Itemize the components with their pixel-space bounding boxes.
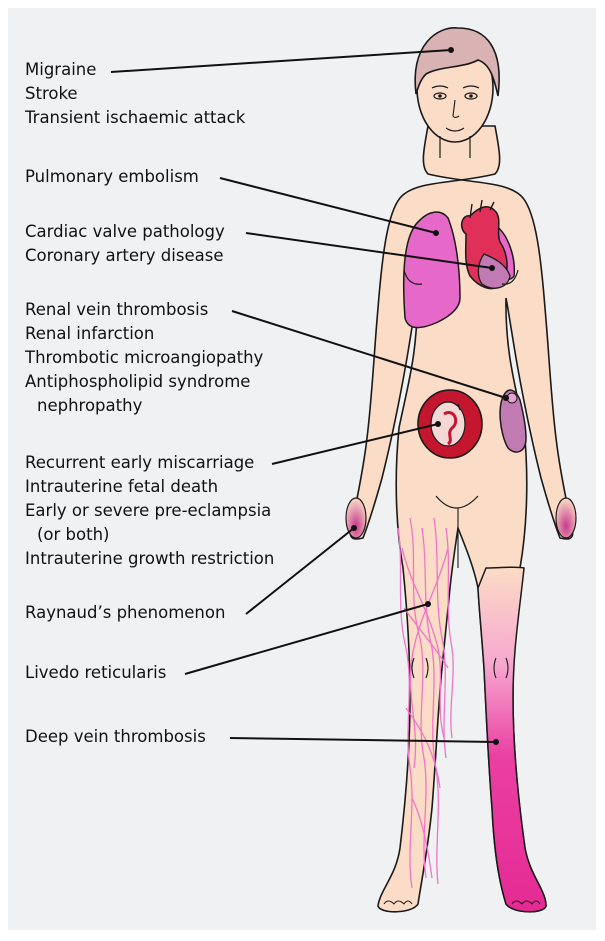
label-group-lung: Pulmonary embolism — [25, 165, 199, 189]
label-raynaud: Raynaud’s phenomenon — [25, 601, 225, 625]
label-dvt: Deep vein thrombosis — [25, 725, 206, 749]
label-livedo: Livedo reticularis — [25, 661, 166, 685]
diagram-panel: Migraine Stroke Transient ischaemic atta… — [8, 8, 596, 930]
label-group-leg-skin: Livedo reticularis — [25, 661, 166, 685]
label-stroke: Stroke — [25, 82, 245, 106]
label-renal-vein: Renal vein thrombosis — [25, 298, 263, 322]
label-nephropathy: nephropathy — [25, 394, 263, 418]
label-group-leg-vein: Deep vein thrombosis — [25, 725, 206, 749]
label-pulmonary-embolism: Pulmonary embolism — [25, 165, 199, 189]
label-miscarriage: Recurrent early miscarriage — [25, 451, 274, 475]
label-group-kidney: Renal vein thrombosis Renal infarction T… — [25, 298, 263, 418]
label-cardiac-valve: Cardiac valve pathology — [25, 220, 225, 244]
label-or-both: (or both) — [25, 523, 274, 547]
label-pre-eclampsia: Early or severe pre-eclampsia — [25, 499, 274, 523]
label-group-heart: Cardiac valve pathology Coronary artery … — [25, 220, 225, 268]
label-growth-restriction: Intrauterine growth restriction — [25, 547, 274, 571]
label-migraine: Migraine — [25, 58, 245, 82]
label-renal-infarction: Renal infarction — [25, 322, 263, 346]
label-group-fingers: Raynaud’s phenomenon — [25, 601, 225, 625]
label-group-uterus: Recurrent early miscarriage Intrauterine… — [25, 451, 274, 571]
label-fetal-death: Intrauterine fetal death — [25, 475, 274, 499]
label-antiphospholipid: Antiphospholipid syndrome — [25, 370, 263, 394]
label-layer: Migraine Stroke Transient ischaemic atta… — [8, 8, 596, 930]
label-tia: Transient ischaemic attack — [25, 106, 245, 130]
label-coronary-artery: Coronary artery disease — [25, 244, 225, 268]
label-thrombotic-microangiopathy: Thrombotic microangiopathy — [25, 346, 263, 370]
label-group-brain: Migraine Stroke Transient ischaemic atta… — [25, 58, 245, 130]
